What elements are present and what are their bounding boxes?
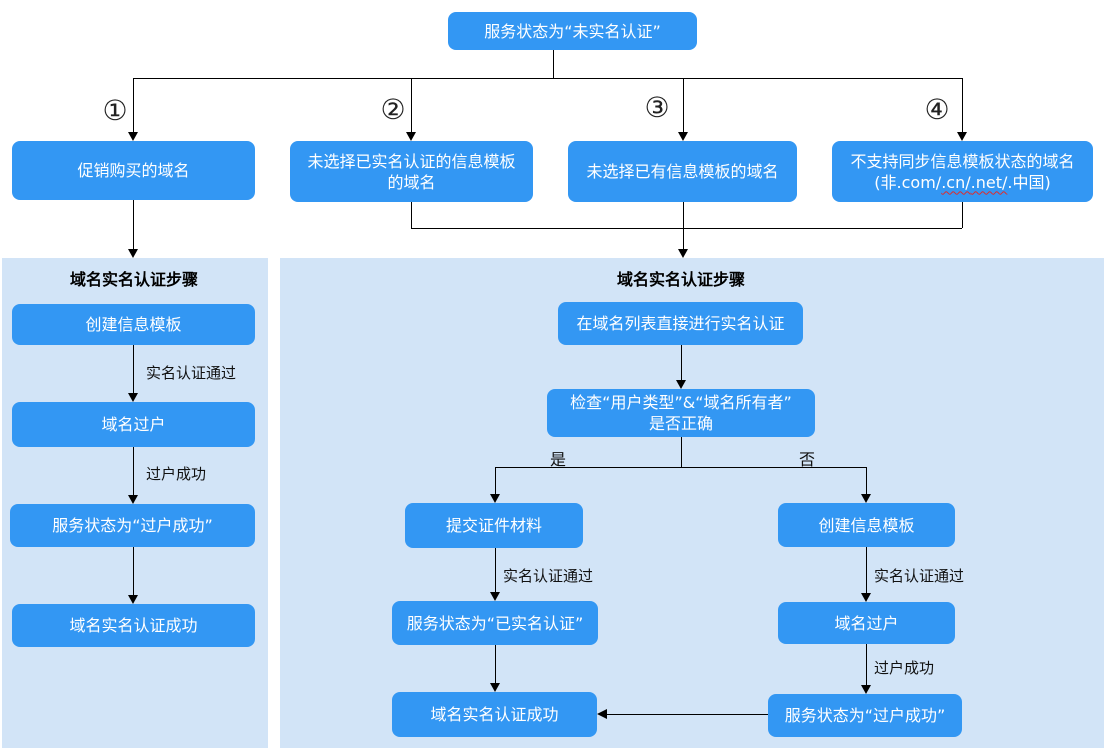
node-label: 创建信息模板 (818, 515, 915, 535)
node-label: 未选择已有信息模板的域名 (586, 162, 779, 181)
node-promo-domain: 促销购买的域名 (12, 141, 255, 200)
tld-text: (非.com/ (874, 172, 942, 192)
node-label-line2: 的域名 (387, 172, 436, 192)
node-service-status-unverified: 服务状态为“未实名认证” (448, 12, 697, 50)
connector-split-bar (495, 467, 866, 468)
connector-branch2-drop (411, 78, 412, 133)
right-panel-title: 域名实名认证步骤 (616, 270, 746, 289)
arrowhead-down-icon (128, 495, 138, 504)
tld-cn-misspell: .cn/ (941, 172, 971, 192)
node-label: 促销购买的域名 (77, 161, 190, 180)
connector-no-1 (866, 547, 867, 594)
connector-to-success (607, 714, 768, 715)
arrowhead-down-icon (676, 380, 686, 389)
branch1-number: ① (102, 94, 128, 127)
arrowhead-down-icon (128, 595, 138, 604)
connector-b1-to-left-panel (133, 200, 134, 250)
node-verification-success-left: 域名实名认证成功 (12, 604, 255, 647)
connector-merge-b2 (411, 202, 412, 228)
connector-branch1-drop (133, 78, 134, 133)
left-panel-title: 域名实名认证步骤 (69, 270, 199, 289)
edge-label-transfer-success: 过户成功 (146, 465, 207, 483)
connector-root-drop (553, 50, 554, 79)
arrowhead-down-icon (406, 132, 416, 141)
connector-left-1 (133, 345, 134, 394)
node-label: 创建信息模板 (85, 315, 182, 334)
arrowhead-down-icon (861, 685, 871, 694)
label-yes: 是 (550, 450, 567, 469)
arrowhead-down-icon (128, 249, 138, 258)
node-label-line2: (非.com/.cn/.net/.中国) (874, 172, 1050, 193)
edge-label-verification-passed: 实名认证通过 (503, 567, 594, 585)
arrowhead-left-icon (597, 709, 607, 719)
node-status-transfer-success-left: 服务状态为“过户成功” (10, 504, 255, 547)
node-check-user-type-owner: 检查“用户类型”&“域名所有者” 是否正确 (547, 389, 815, 437)
edge-label-verification-passed: 实名认证通过 (146, 364, 237, 382)
edge-label-transfer-success: 过户成功 (874, 659, 935, 677)
arrowhead-down-icon (490, 494, 500, 503)
edge-label-verification-passed: 实名认证通过 (874, 567, 965, 585)
node-unsupported-sync-domain: 不支持同步信息模板状态的域名 (非.com/.cn/.net/.中国) (832, 141, 1093, 202)
connector-yes-drop (495, 467, 496, 495)
node-no-existing-template-domain: 未选择已有信息模板的域名 (568, 141, 797, 202)
branch4-number: ④ (924, 93, 950, 126)
arrowhead-down-icon (490, 683, 500, 692)
node-label-line2: 是否正确 (648, 414, 713, 433)
node-verify-in-domain-list: 在域名列表直接进行实名认证 (558, 302, 803, 345)
node-label: 域名过户 (101, 415, 166, 434)
node-label: 服务状态为“过户成功” (784, 706, 946, 725)
arrowhead-down-icon (678, 132, 688, 141)
node-domain-transfer-left: 域名过户 (12, 402, 255, 447)
node-create-info-template-left: 创建信息模板 (12, 304, 255, 345)
node-verification-success-right: 域名实名认证成功 (392, 692, 597, 737)
connector-yes-1 (495, 548, 496, 593)
tld-text: .中国) (1007, 172, 1051, 192)
label-no: 否 (799, 450, 816, 469)
node-label: 提交证件材料 (445, 516, 542, 535)
connector-merge-b4 (962, 202, 963, 228)
connector-branch4-drop (962, 78, 963, 133)
node-no-verified-template-domain: 未选择已实名认证的信息模板 的域名 (290, 141, 533, 202)
node-domain-transfer-right: 域名过户 (778, 602, 955, 644)
node-label-line1: 不支持同步信息模板状态的域名 (850, 151, 1075, 171)
node-label-line1: 未选择已实名认证的信息模板 (307, 151, 516, 171)
node-label: 服务状态为“已实名认证” (406, 613, 584, 633)
connector-merge-bar (411, 228, 962, 229)
arrowhead-down-icon (861, 593, 871, 602)
node-status-verified: 服务状态为“已实名认证” (392, 601, 598, 645)
node-label: 域名过户 (834, 613, 899, 633)
connector-left-2 (133, 447, 134, 495)
node-label-line1: 检查“用户类型”&“域名所有者” (570, 393, 792, 412)
connector-no-2 (866, 644, 867, 686)
node-label: 服务状态为“过户成功” (52, 516, 213, 535)
connector-left-3 (133, 547, 134, 595)
arrowhead-down-icon (678, 249, 688, 258)
arrowhead-down-icon (957, 132, 967, 141)
connector-yes-2 (495, 645, 496, 684)
arrowhead-down-icon (128, 132, 138, 141)
node-label: 域名实名认证成功 (430, 705, 559, 724)
connector-right-1 (681, 345, 682, 381)
node-submit-certificates: 提交证件材料 (405, 503, 583, 548)
connector-no-drop (866, 467, 867, 495)
arrowhead-down-icon (861, 494, 871, 503)
branch3-number: ③ (644, 91, 670, 124)
arrowhead-down-icon (128, 393, 138, 402)
arrowhead-down-icon (490, 592, 500, 601)
connector-branch3-drop (683, 78, 684, 133)
branch2-number: ② (380, 93, 406, 126)
node-label: 域名实名认证成功 (69, 616, 198, 635)
node-create-info-template-right: 创建信息模板 (778, 503, 955, 547)
connector-check-drop (681, 437, 682, 467)
node-label: 服务状态为“未实名认证” (484, 21, 661, 41)
node-label: 在域名列表直接进行实名认证 (576, 314, 785, 333)
tld-net-misspell: .net/ (970, 172, 1008, 192)
connector-merge-drop (683, 202, 684, 250)
connector-distribution-bar (133, 78, 963, 79)
node-status-transfer-success-right: 服务状态为“过户成功” (768, 694, 962, 737)
